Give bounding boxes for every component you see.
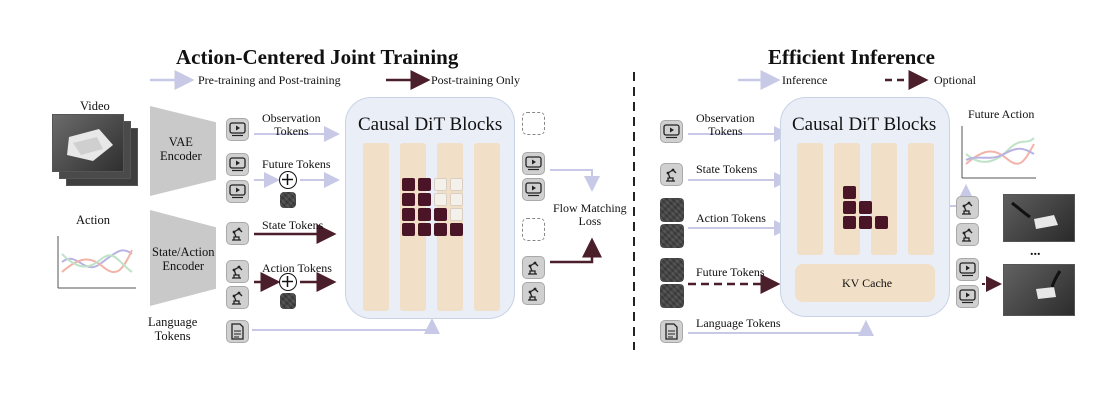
attention-cell [402, 178, 415, 191]
left-dit-title: Causal DiT Blocks [358, 114, 503, 135]
dit-column [797, 143, 823, 255]
attention-cell [434, 223, 447, 236]
attention-cell [418, 193, 431, 206]
r-language-tokens-label: Language Tokens [696, 316, 781, 330]
future-action-label: Future Action [968, 107, 1035, 121]
dit-column [363, 143, 389, 311]
attention-cell [843, 201, 856, 214]
legend-pre-label: Pre-training and Post-training [198, 73, 341, 87]
r-obs-tokens-label: Observation Tokens [696, 111, 755, 139]
r-language-arrow [688, 320, 874, 336]
noise-patch [660, 258, 684, 282]
video-icon [226, 118, 249, 141]
video-icon [226, 180, 249, 203]
dit-column [908, 143, 934, 255]
future-frame-1 [1003, 194, 1075, 242]
state-action-encoder [150, 210, 216, 306]
attention-cell [843, 186, 856, 199]
video-frame-1 [52, 114, 124, 172]
attention-cell [450, 223, 463, 236]
robot-arm-icon [226, 222, 249, 245]
dots-label: ... [1030, 244, 1041, 259]
sa-label: State/Action Encoder [152, 245, 215, 273]
flow-matching-loss: Flow Matching Loss [553, 201, 627, 229]
dit-column [474, 143, 500, 311]
plus-icon [279, 171, 297, 189]
video-icon [522, 178, 545, 201]
action-label: Action [76, 213, 111, 227]
language-arrow [252, 318, 440, 334]
robot-arm-icon [956, 223, 979, 246]
attention-cell [450, 208, 463, 221]
attention-cell [402, 223, 415, 236]
vae-label: VAE Encoder [160, 135, 202, 163]
robot-arm-icon [956, 196, 979, 219]
robot-arm-icon [226, 286, 249, 309]
attention-cell [418, 223, 431, 236]
r-future-tokens-label: Future Tokens [696, 265, 765, 279]
loss-dark-arrow [550, 237, 602, 264]
attention-cell [402, 193, 415, 206]
kv-cache-box [795, 264, 935, 302]
obs-tokens-label: Observation Tokens [262, 111, 321, 139]
attention-cell [402, 208, 415, 221]
noise-patch [280, 192, 296, 208]
state-tokens-label: State Tokens [262, 218, 324, 232]
left-title: Action-Centered Joint Training [176, 45, 459, 69]
cloth-image [67, 129, 113, 161]
kv-cache-label: KV Cache [842, 276, 893, 290]
future-tokens-label: Future Tokens [262, 157, 331, 171]
video-icon [956, 285, 979, 308]
legend-post-label: Post-training Only [431, 73, 520, 87]
robot-arm-icon [226, 260, 249, 283]
video-label: Video [80, 99, 110, 113]
dit-column [834, 143, 860, 255]
document-icon [226, 320, 249, 343]
loss-light-arrow [550, 169, 600, 192]
plus-icon [279, 273, 297, 291]
future-action-chart [958, 124, 1038, 180]
vae-encoder [150, 106, 216, 196]
r-action-tokens-label: Action Tokens [696, 211, 766, 225]
noise-patch [660, 198, 684, 222]
robot-arm-icon [522, 256, 545, 279]
attention-cell [859, 216, 872, 229]
action-chart [52, 232, 138, 292]
robot-arm-icon [660, 163, 683, 186]
dit-column [871, 143, 897, 255]
attention-cell [450, 193, 463, 206]
attention-cell [875, 216, 888, 229]
left-attention-grid [402, 178, 466, 238]
r-state-tokens-label: State Tokens [696, 162, 758, 176]
noise-patch [660, 224, 684, 248]
attention-cell [843, 216, 856, 229]
video-icon [956, 258, 979, 281]
video-icon [522, 152, 545, 175]
future-frame-2 [1003, 264, 1075, 316]
legend-inference-label: Inference [782, 73, 828, 87]
document-icon [660, 320, 683, 343]
noise-patch [660, 284, 684, 308]
action-tokens-label: Action Tokens [262, 261, 332, 275]
masked-output-slot [522, 218, 545, 241]
attention-cell [859, 201, 872, 214]
noise-patch [280, 293, 296, 309]
right-dit-title: Causal DiT Blocks [792, 114, 937, 135]
video-icon [226, 153, 249, 176]
robot-arm-icon [522, 282, 545, 305]
legend-optional-label: Optional [934, 73, 976, 87]
right-attention-grid [843, 186, 891, 234]
attention-cell [418, 208, 431, 221]
attention-cell [450, 178, 463, 191]
language-label: Language Tokens [148, 315, 198, 343]
attention-cell [434, 193, 447, 206]
video-icon [660, 120, 683, 143]
masked-output-slot [522, 112, 545, 135]
attention-cell [418, 178, 431, 191]
right-title: Efficient Inference [768, 45, 935, 69]
attention-cell [434, 208, 447, 221]
attention-cell [434, 178, 447, 191]
